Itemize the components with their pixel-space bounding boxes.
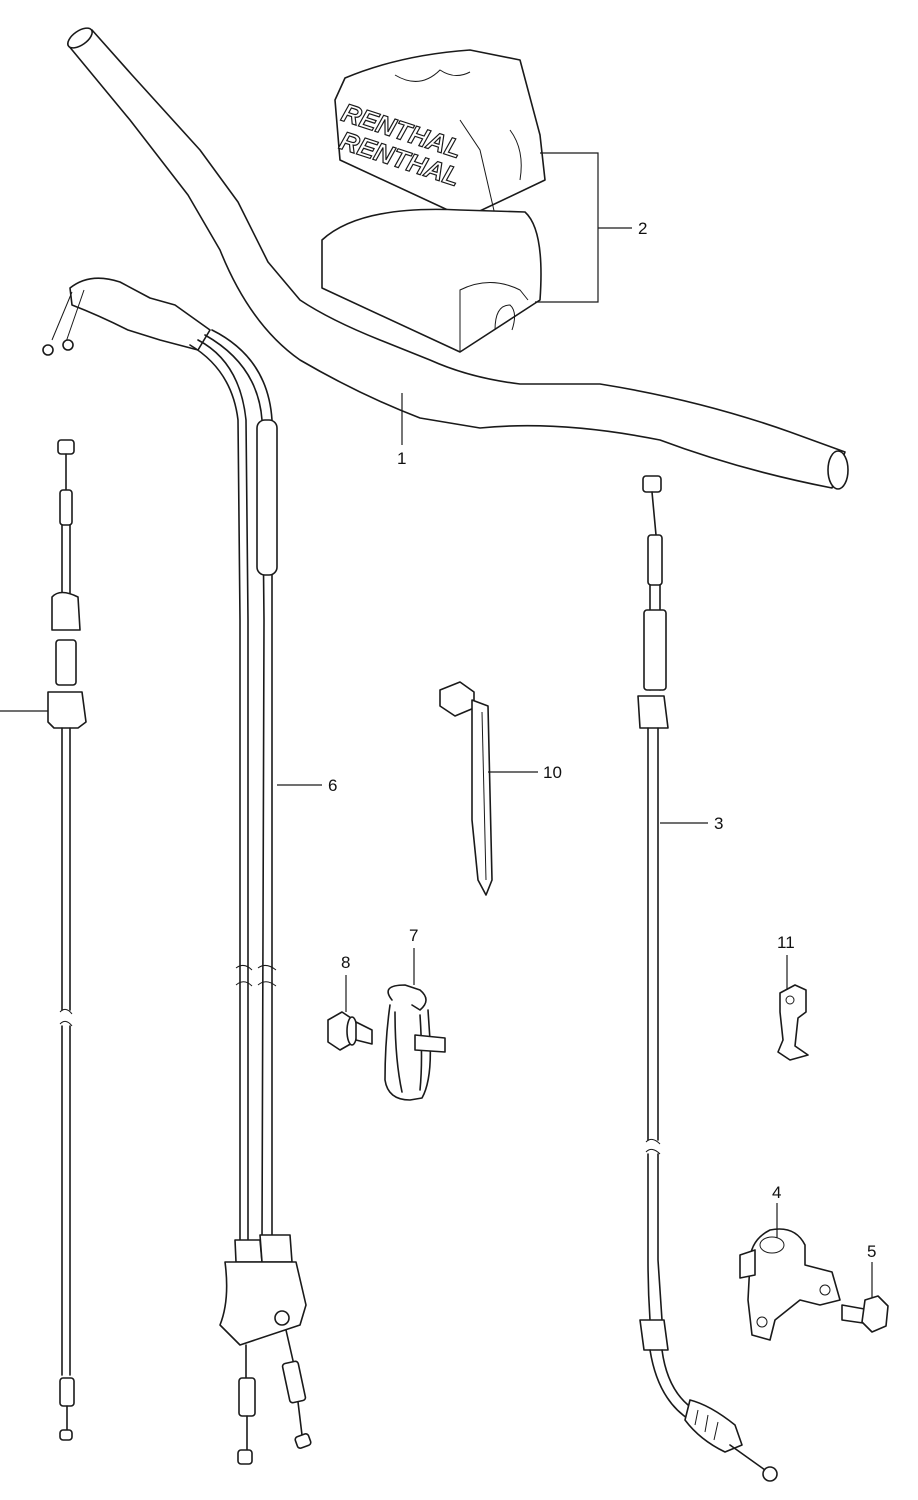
callout-11: 11 bbox=[777, 933, 795, 952]
bar-pad: RENTHAL RENTHAL bbox=[321, 49, 546, 353]
clutch-cable bbox=[637, 475, 778, 1482]
callout-8: 8 bbox=[341, 953, 350, 972]
callout-10: 10 bbox=[543, 763, 562, 782]
callout-1: 1 bbox=[397, 449, 406, 468]
left-clutch-cable bbox=[47, 439, 87, 1441]
callout-3: 3 bbox=[714, 814, 723, 833]
bolt-5 bbox=[841, 1295, 889, 1333]
cable-holder bbox=[739, 1228, 841, 1341]
callout-2: 2 bbox=[638, 219, 647, 238]
handlebar bbox=[67, 27, 849, 490]
cable-tie bbox=[439, 681, 493, 896]
cable-clamp bbox=[777, 984, 809, 1061]
callout-7: 7 bbox=[409, 926, 418, 945]
callout-5: 5 bbox=[867, 1242, 876, 1261]
callout-4: 4 bbox=[772, 1183, 781, 1202]
bolt-8 bbox=[327, 1011, 373, 1051]
throttle-cable-assembly bbox=[42, 277, 312, 1465]
callout-6: 6 bbox=[328, 776, 337, 795]
cable-clip bbox=[384, 984, 446, 1101]
callout-2-bracket bbox=[535, 152, 632, 303]
